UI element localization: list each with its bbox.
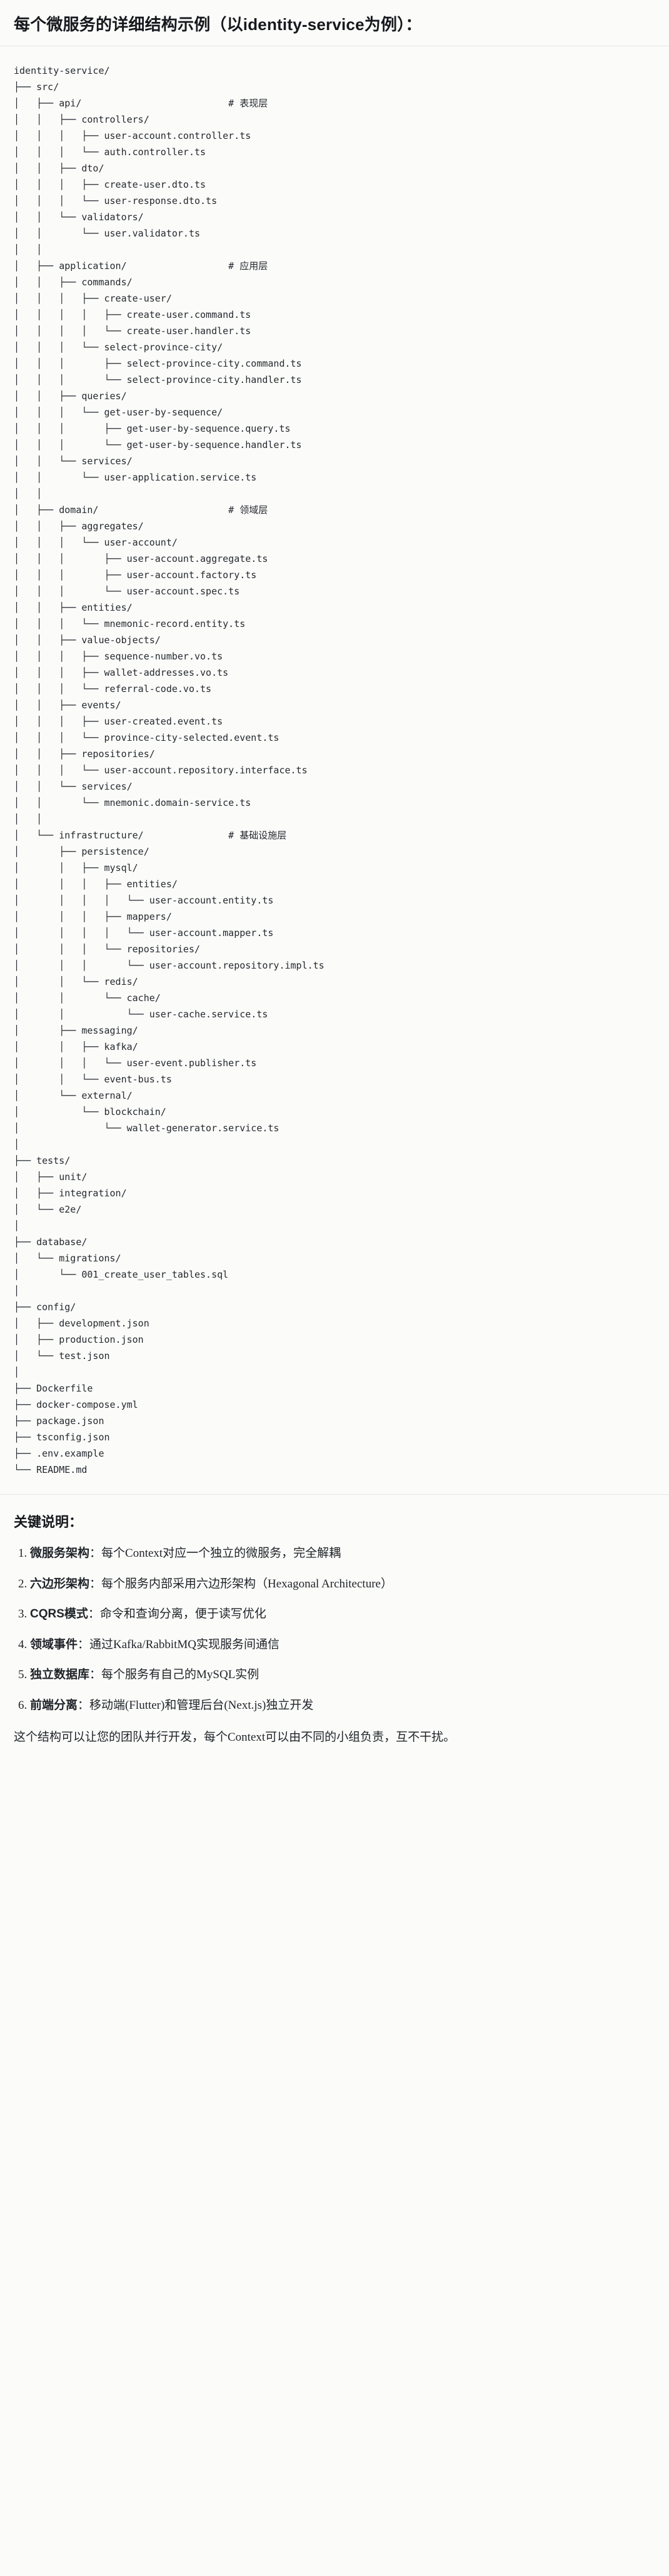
list-item: 微服务架构：每个Context对应一个独立的微服务，完全解耦 bbox=[30, 1545, 655, 1563]
note-desc: ：移动端(Flutter)和管理后台(Next.js)独立开发 bbox=[78, 1698, 314, 1712]
list-item: 独立数据库：每个服务有自己的MySQL实例 bbox=[30, 1666, 655, 1684]
note-term: 独立数据库 bbox=[30, 1668, 90, 1682]
key-notes-heading: 关键说明： bbox=[14, 1514, 83, 1530]
document-header: 每个微服务的详细结构示例（以identity-service为例）： bbox=[0, 0, 669, 47]
note-desc: ：每个服务内部采用六边形架构（Hexagonal Architecture） bbox=[89, 1577, 393, 1591]
key-notes-list: 微服务架构：每个Context对应一个独立的微服务，完全解耦 六边形架构：每个服… bbox=[14, 1545, 655, 1714]
note-term: 六边形架构 bbox=[30, 1577, 90, 1591]
list-item: 前端分离：移动端(Flutter)和管理后台(Next.js)独立开发 bbox=[30, 1697, 655, 1715]
page-title: 每个微服务的详细结构示例（以identity-service为例）： bbox=[14, 15, 422, 34]
section-divider bbox=[0, 1494, 669, 1495]
directory-tree: identity-service/ ├── src/ │ ├── api/ # … bbox=[14, 65, 324, 1476]
note-desc: ：每个服务有自己的MySQL实例 bbox=[89, 1668, 259, 1682]
note-desc: ：命令和查询分离，便于读写优化 bbox=[88, 1607, 266, 1621]
note-desc: ：通过Kafka/RabbitMQ实现服务间通信 bbox=[78, 1637, 279, 1651]
list-item: CQRS模式：命令和查询分离，便于读写优化 bbox=[30, 1606, 655, 1624]
note-desc: ：每个Context对应一个独立的微服务，完全解耦 bbox=[89, 1547, 341, 1560]
closing-paragraph: 这个结构可以让您的团队并行开发，每个Context可以由不同的小组负责，互不干扰… bbox=[14, 1731, 456, 1744]
key-notes-section: 关键说明： 微服务架构：每个Context对应一个独立的微服务，完全解耦 六边形… bbox=[0, 1495, 669, 1766]
directory-tree-block: identity-service/ ├── src/ │ ├── api/ # … bbox=[0, 46, 669, 1495]
note-term: CQRS模式 bbox=[30, 1607, 88, 1621]
note-term: 前端分离 bbox=[30, 1698, 78, 1712]
list-item: 六边形架构：每个服务内部采用六边形架构（Hexagonal Architectu… bbox=[30, 1576, 655, 1594]
note-term: 微服务架构 bbox=[30, 1547, 90, 1560]
list-item: 领域事件：通过Kafka/RabbitMQ实现服务间通信 bbox=[30, 1636, 655, 1654]
note-term: 领域事件 bbox=[30, 1637, 78, 1651]
